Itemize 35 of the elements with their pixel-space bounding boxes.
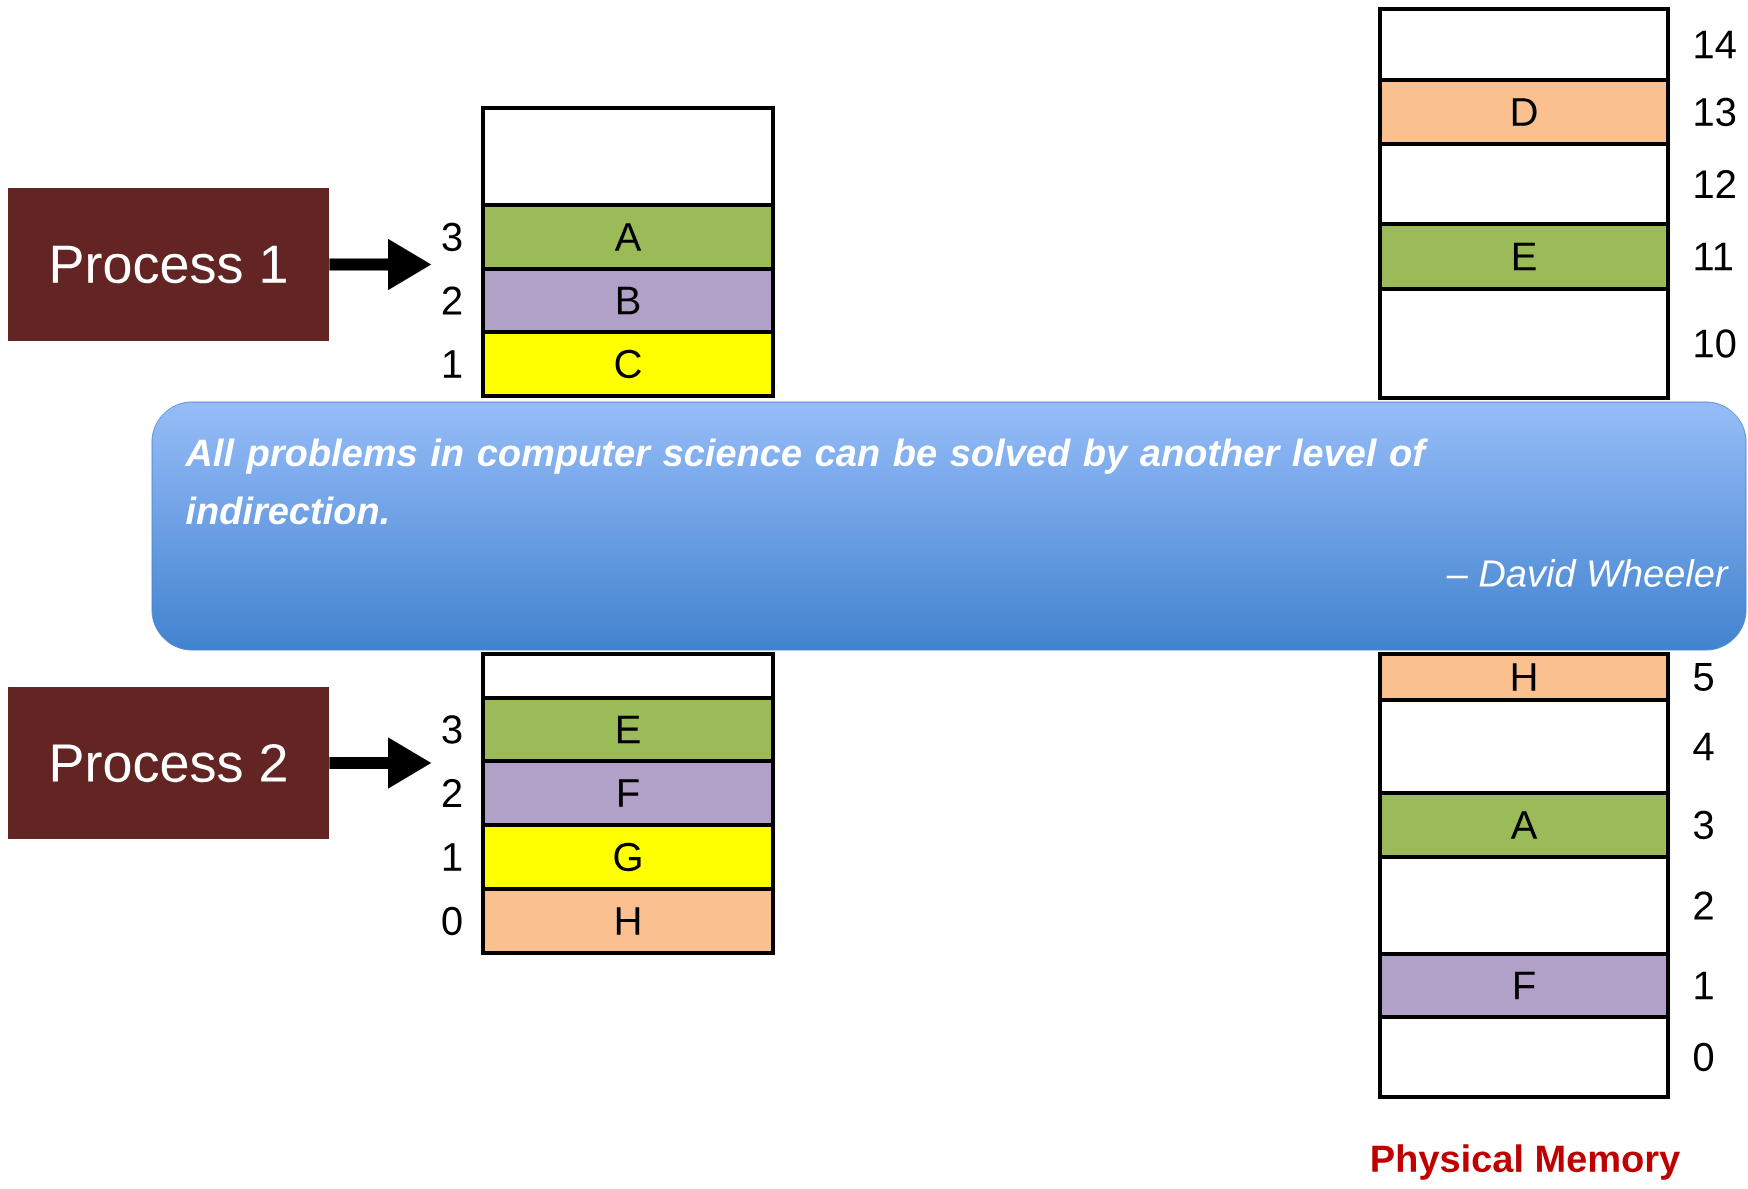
- memory-cell: C: [481, 330, 775, 398]
- row-number: 4: [1693, 732, 1714, 761]
- row-number: 1: [443, 843, 462, 871]
- row-number: 2: [442, 779, 462, 807]
- memory-cell: D: [1378, 78, 1670, 146]
- row-number: 3: [442, 222, 462, 252]
- memory-cell: G: [481, 823, 775, 891]
- process-box: Process 1: [8, 188, 329, 341]
- memory-cell: E: [1378, 222, 1670, 291]
- row-number: 10: [1695, 329, 1736, 358]
- memory-caption: Physical Memory: [1372, 1144, 1680, 1180]
- row-number: 5: [1694, 663, 1713, 691]
- quote-text: All problems in computer science can be solved by another level of indirection.: [184, 438, 1429, 525]
- quote-author: – David Wheeler: [1446, 559, 1729, 587]
- row-number: 1: [1695, 971, 1713, 1000]
- row-number: 0: [442, 906, 462, 936]
- row-number: 3: [1693, 810, 1713, 840]
- process-box: Process 2: [8, 687, 329, 839]
- row-number: 2: [1694, 891, 1713, 920]
- memory-cell: A: [481, 203, 775, 271]
- memory-cell: F: [1378, 952, 1670, 1019]
- row-number: 3: [442, 715, 462, 744]
- row-number: 13: [1695, 97, 1736, 127]
- row-number: 14: [1695, 30, 1736, 59]
- row-number: 2: [442, 286, 462, 315]
- row-number: 1: [443, 350, 462, 378]
- memory-cell: E: [481, 696, 775, 763]
- memory-cell: H: [481, 887, 775, 955]
- memory-cell: H: [1378, 652, 1670, 702]
- memory-cell: B: [481, 267, 775, 334]
- memory-cell: F: [481, 759, 775, 827]
- row-number: 12: [1695, 170, 1735, 198]
- memory-cell: A: [1378, 791, 1670, 859]
- row-number: 0: [1694, 1042, 1714, 1072]
- row-number: 11: [1695, 242, 1732, 271]
